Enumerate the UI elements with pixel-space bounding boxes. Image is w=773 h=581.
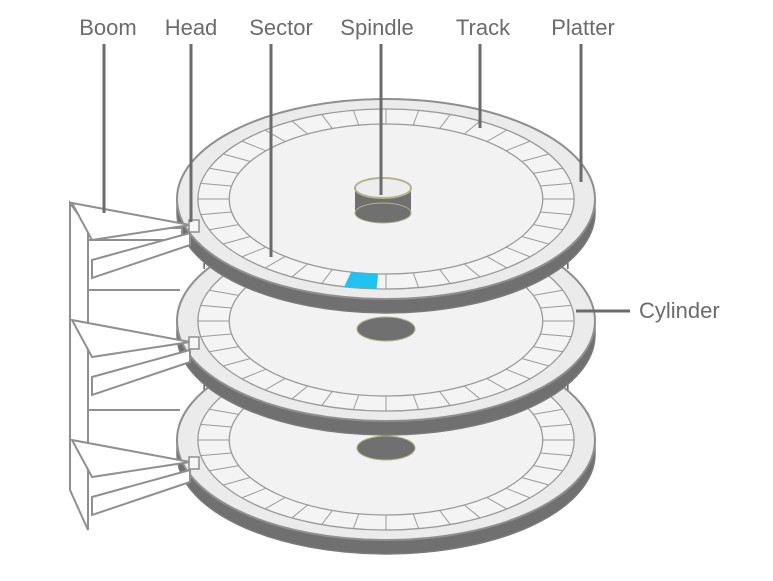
sector-divider: [533, 167, 563, 174]
sector-divider: [412, 513, 420, 529]
sector-divider: [222, 358, 251, 367]
sector-divider: [412, 272, 420, 288]
sector-divider: [439, 510, 451, 525]
boom-arm-1: [70, 201, 191, 242]
sector-divider: [540, 452, 572, 457]
boom-arm-3: [70, 438, 191, 479]
sector-divider: [540, 182, 572, 187]
sector-divider: [321, 391, 333, 406]
spindle-top: [354, 177, 412, 199]
sector-divider: [321, 114, 333, 129]
sector-divider: [412, 394, 420, 410]
platter-label: Platter: [551, 15, 615, 40]
spindle-base: [354, 202, 412, 224]
head-label: Head: [165, 15, 218, 40]
track-label: Track: [456, 15, 511, 40]
sector-divider: [439, 114, 451, 129]
sector-divider: [439, 391, 451, 406]
boom-arm-2: [70, 318, 191, 359]
sector-divider: [486, 256, 508, 269]
sector-divider: [209, 289, 239, 296]
boom-assembly: [69, 199, 200, 531]
sector-divider: [291, 504, 308, 519]
sector-divider: [352, 110, 360, 126]
leader-lines: [102, 44, 630, 313]
sector-divider: [209, 465, 239, 472]
labels: Boom Head Sector Spindle Track Platter C…: [79, 15, 719, 323]
sector-divider: [533, 408, 563, 415]
sector-divider: [439, 269, 451, 284]
sector-divider: [540, 423, 572, 428]
sector-divider: [241, 140, 267, 152]
sector-divider: [200, 423, 232, 428]
sector-divider: [200, 452, 232, 457]
sector-divider: [540, 211, 572, 216]
sector-divider: [200, 304, 232, 309]
sector-divider: [412, 110, 420, 126]
read-write-head-2: [188, 336, 200, 350]
sector-divider: [533, 346, 563, 353]
sector-divider: [464, 385, 481, 400]
sector-divider: [264, 129, 286, 142]
sector-divider: [464, 263, 481, 278]
sector-divider: [505, 246, 531, 258]
platters: [176, 98, 596, 555]
highlighted-sector: [344, 272, 379, 289]
sector-divider: [540, 304, 572, 309]
sector-divider: [533, 289, 563, 296]
sector-divider: [291, 263, 308, 278]
sector-divider: [540, 333, 572, 338]
sector-divider: [533, 224, 563, 231]
sector-divider: [533, 465, 563, 472]
spindle-hub: [356, 435, 416, 461]
sector-divider: [241, 246, 267, 258]
sector-divider: [209, 224, 239, 231]
sector-divider: [291, 385, 308, 400]
read-write-head-1: [188, 219, 200, 233]
sector-divider: [505, 368, 531, 380]
cylinder-label: Cylinder: [639, 298, 720, 323]
sector-divider: [321, 269, 333, 284]
sector-divider: [264, 256, 286, 269]
boom-arm-lower-3: [91, 468, 191, 517]
sector-divider: [291, 120, 308, 135]
sector-divider: [521, 477, 550, 486]
sector-divider: [486, 497, 508, 510]
sector-divider: [352, 394, 360, 410]
sector-divider: [505, 140, 531, 152]
spindle: [354, 177, 412, 224]
sector-divider: [200, 333, 232, 338]
sector-divider: [209, 408, 239, 415]
boom-label: Boom: [79, 15, 136, 40]
sector-divider: [209, 346, 239, 353]
sector-divider: [200, 211, 232, 216]
read-write-head-3: [188, 456, 200, 470]
sector-divider: [241, 368, 267, 380]
sector-divider: [222, 236, 251, 245]
sector-divider: [505, 487, 531, 499]
sector-divider: [521, 153, 550, 162]
boom-arm-lower-1: [91, 231, 191, 280]
sector-divider: [209, 167, 239, 174]
spindle-hub: [356, 316, 416, 342]
sector-divider: [264, 497, 286, 510]
sector-divider: [521, 358, 550, 367]
sector-divider: [321, 510, 333, 525]
sector-label: Sector: [249, 15, 313, 40]
sector-divider: [352, 513, 360, 529]
sector-divider: [486, 378, 508, 391]
boom-side-plate: [69, 199, 89, 531]
sector-divider: [222, 153, 251, 162]
spindle-label: Spindle: [340, 15, 413, 40]
sector-divider: [464, 504, 481, 519]
sector-divider: [264, 378, 286, 391]
sector-divider: [200, 182, 232, 187]
sector-divider: [464, 120, 481, 135]
boom-arm-lower-2: [91, 348, 191, 397]
sector-divider: [486, 129, 508, 142]
sector-divider: [222, 477, 251, 486]
sector-divider: [521, 236, 550, 245]
sector-divider: [241, 487, 267, 499]
